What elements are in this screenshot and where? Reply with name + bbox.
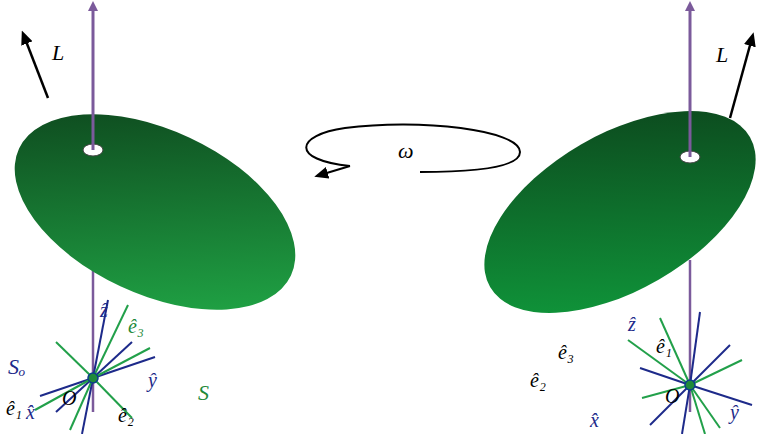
axis-label: ŷ [148, 370, 157, 390]
rotation-arrowhead [320, 166, 350, 175]
vector-label: L⃗ [52, 42, 81, 64]
angular-momentum-arrow [24, 36, 48, 98]
axis-label: ŷ [730, 402, 739, 422]
origin-label: O [665, 386, 679, 406]
origin-label: O [62, 388, 76, 408]
rotation-loop [306, 124, 520, 172]
axis-label: ê₃ [128, 316, 144, 336]
axis-label: ẑ [628, 314, 636, 334]
frame-label: Sₒ [8, 356, 25, 378]
rotation-axis [92, 6, 95, 150]
axis-label: x̂ [26, 402, 35, 422]
frame-S [628, 318, 742, 434]
axis-label: ê₁ [656, 336, 672, 356]
frame-S [35, 305, 150, 430]
rotation-axis [92, 268, 95, 412]
frame-label: S [198, 382, 209, 404]
vector-label: L⃗ [716, 44, 745, 66]
origin-dot [88, 373, 98, 383]
axis-label: ê₁ [6, 398, 22, 418]
origin-dot [685, 380, 695, 390]
axis-label: x̂ [590, 410, 599, 430]
vector-label: ω⃗ [398, 140, 431, 162]
axis-label: ê₃ [558, 342, 574, 362]
frame-So [40, 300, 155, 434]
axis-label: ê₂ [530, 370, 546, 390]
frame-So [640, 312, 752, 434]
disk [451, 69, 760, 354]
disk [0, 74, 326, 349]
axis-label: ẑ [100, 300, 108, 320]
rotation-axis [689, 6, 692, 157]
axis-label: ê₂ [118, 405, 134, 425]
